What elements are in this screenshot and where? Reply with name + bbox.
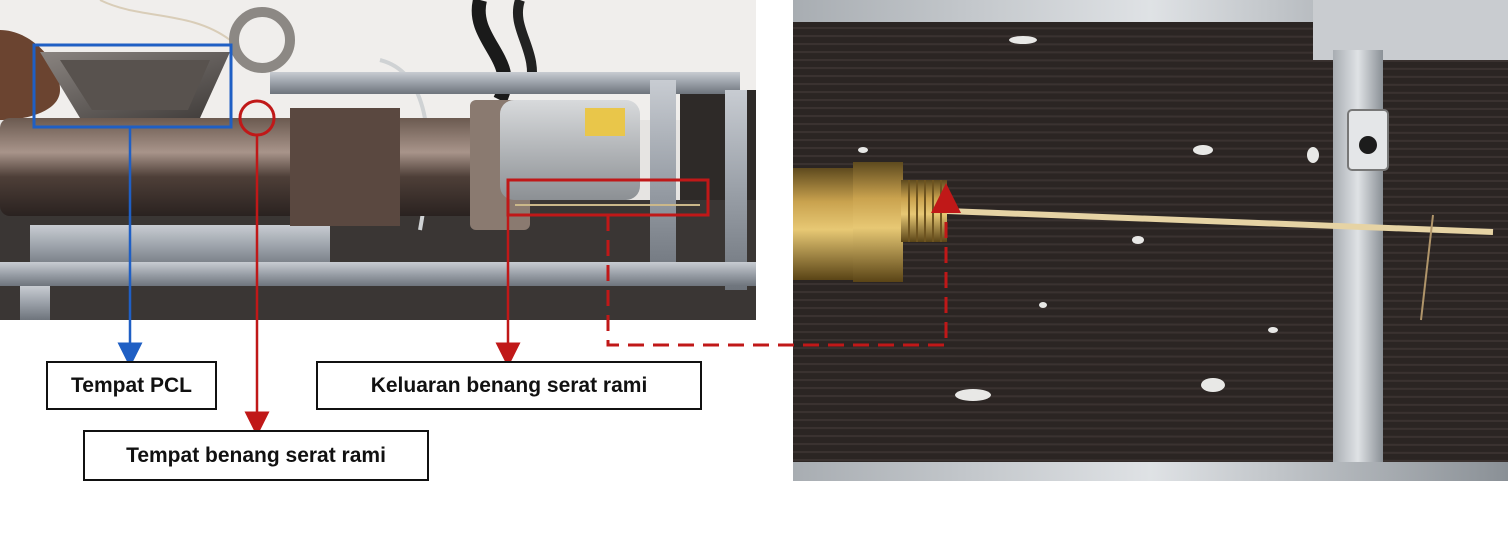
fiber-inlet-highlight-circle — [238, 99, 276, 137]
extruder-machine-photo — [0, 0, 756, 320]
nozzle-closeup-illustration — [793, 0, 1508, 481]
label-tempat-benang: Tempat benang serat rami — [83, 430, 429, 481]
label-tempat-pcl: Tempat PCL — [46, 361, 217, 410]
nozzle-closeup-photo — [793, 0, 1508, 481]
extruder-machine-illustration — [0, 0, 756, 320]
fiber-outlet-highlight-box — [506, 178, 710, 217]
label-keluaran-benang: Keluaran benang serat rami — [316, 361, 702, 410]
hopper-highlight-box — [32, 43, 233, 129]
closeup-connector-dashed — [606, 183, 961, 347]
